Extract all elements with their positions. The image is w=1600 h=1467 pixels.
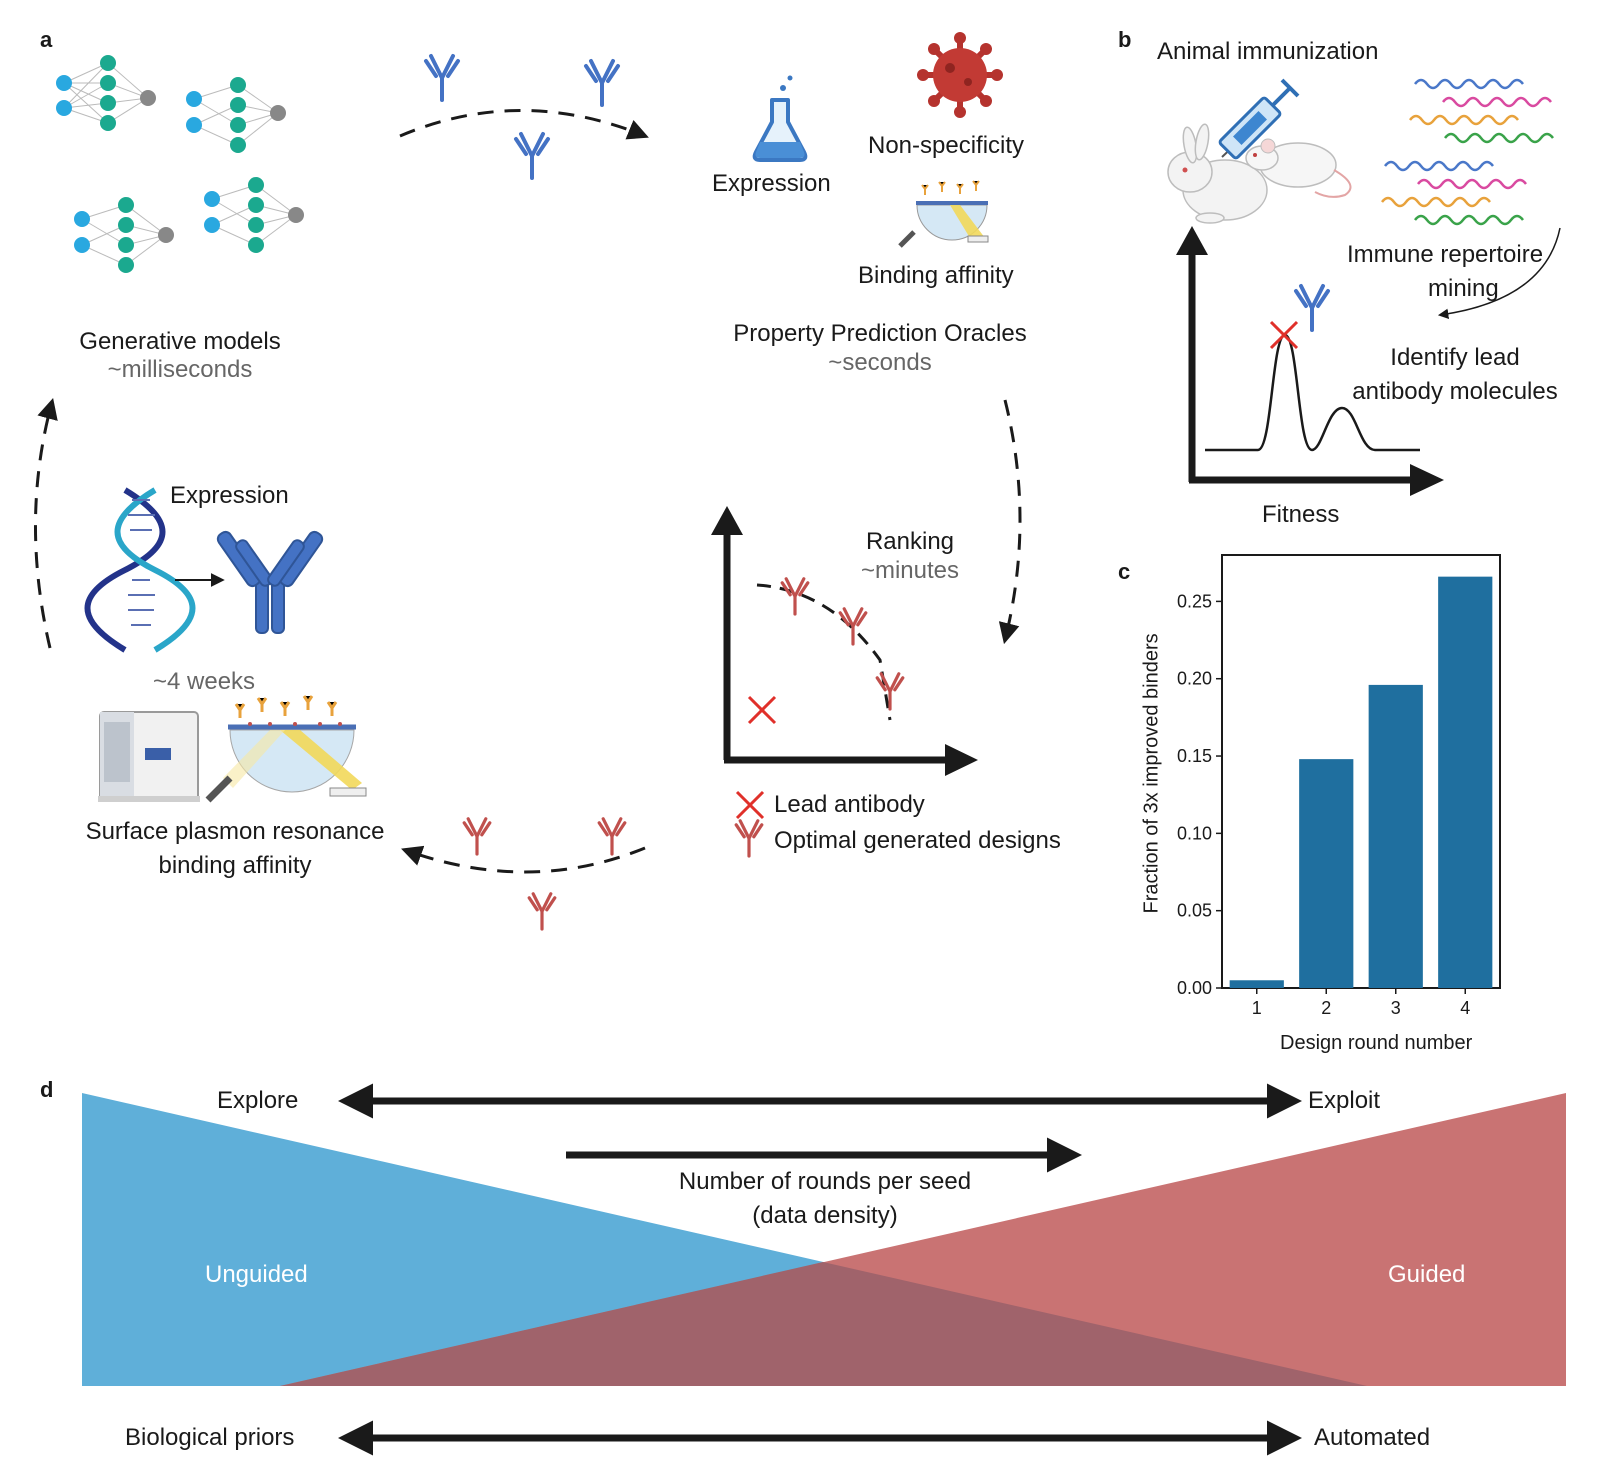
- lead-x-mark: [747, 695, 777, 725]
- y-tick-label: 0.25: [1177, 591, 1212, 611]
- priors-label: Biological priors: [125, 1424, 295, 1451]
- antibody-icon: [584, 59, 620, 107]
- repertoire-label-line2: mining: [1428, 275, 1499, 302]
- spr-label-line1: Surface plasmon resonance: [85, 818, 385, 845]
- antibody-icon: [514, 132, 550, 180]
- rabbit-icon: [1167, 123, 1268, 224]
- tradeoff-diagram: [82, 1083, 1566, 1456]
- syringe-icon: [1218, 78, 1300, 160]
- x-tick-label: 3: [1391, 998, 1401, 1018]
- dna-helix-icon: [84, 487, 196, 653]
- generative-models-title: Generative models: [79, 328, 281, 355]
- ranking-time: ~minutes: [860, 557, 960, 584]
- panel-label-d: d: [40, 1077, 54, 1102]
- antibody-icon: [597, 817, 627, 856]
- fitness-axis-label: Fitness: [1262, 501, 1340, 528]
- antibody-icon: [1294, 284, 1330, 332]
- cycle-arrow-right: [998, 399, 1022, 645]
- rounds-label-line1: Number of rounds per seed: [678, 1168, 972, 1195]
- identify-lead-line1: Identify lead: [1390, 344, 1520, 371]
- flask-icon: [752, 75, 808, 162]
- oracle-binding-label: Binding affinity: [858, 262, 1014, 289]
- oracle-expression-label: Expression: [712, 170, 831, 197]
- legend-lead-label: Lead antibody: [774, 791, 925, 818]
- neural-network-icon: [204, 177, 304, 253]
- legend-designs-label: Optimal generated designs: [774, 827, 1061, 854]
- explore-label: Explore: [217, 1087, 299, 1114]
- fitness-plot: [1176, 226, 1444, 496]
- overlap-region: [280, 1262, 1367, 1386]
- wetlab-expression-label: Expression: [170, 482, 289, 509]
- generative-models-time: ~milliseconds: [107, 356, 253, 383]
- virus-icon: [917, 32, 1003, 118]
- ranking-title: Ranking: [865, 528, 955, 555]
- panel-label-c: c: [1118, 559, 1131, 584]
- repertoire-label-line1: Immune repertoire: [1347, 241, 1544, 268]
- antibody-large-icon: [216, 530, 324, 634]
- immunization-label: Animal immunization: [1157, 38, 1379, 65]
- spr-sensor-icon: [898, 180, 989, 248]
- chart-x-axis-title: Design round number: [1280, 1032, 1473, 1054]
- spr-instrument-icon: [98, 711, 200, 802]
- oracle-nonspecificity-label: Non-specificity: [868, 132, 1025, 159]
- repertoire-sequences-icon: [1381, 78, 1554, 226]
- oracles-title: Property Prediction Oracles: [733, 320, 1027, 347]
- cycle-arrow-bottom: [401, 845, 646, 874]
- spr-label-line2: binding affinity: [158, 852, 312, 879]
- panel-label-b: b: [1118, 27, 1132, 52]
- y-tick-label: 0.05: [1177, 901, 1212, 921]
- antibody-icon: [527, 892, 557, 931]
- chart-y-axis-title: Fraction of 3x improved binders: [1140, 633, 1163, 914]
- wetlab-time: ~4 weeks: [153, 668, 256, 695]
- automated-label: Automated: [1314, 1424, 1431, 1451]
- y-tick-label: 0.10: [1177, 823, 1212, 843]
- rounds-label-line2: (data density): [752, 1202, 898, 1229]
- antibody-icon: [875, 672, 905, 711]
- y-tick-label: 0.00: [1177, 978, 1212, 998]
- panel-label-a: a: [40, 27, 53, 52]
- x-tick-label: 2: [1321, 998, 1331, 1018]
- bar-round-3: [1368, 684, 1423, 988]
- cycle-arrow-top: [399, 109, 649, 140]
- mining-arrow: [1437, 227, 1561, 320]
- ranking-plot: [711, 506, 978, 776]
- exploit-label: Exploit: [1308, 1087, 1381, 1114]
- identify-lead-line2: antibody molecules: [1352, 378, 1558, 405]
- oracles-time: ~seconds: [828, 349, 932, 376]
- bar-chart: 1 2 3 4 0.00 0.05 0.10 0.15 0.20 0.25: [1177, 554, 1501, 1018]
- lead-x-mark: [1269, 320, 1299, 350]
- neural-network-icon: [74, 197, 174, 273]
- antibody-icon: [462, 817, 492, 856]
- mouse-icon: [1245, 138, 1352, 198]
- spr-sensor-icon: [205, 695, 367, 803]
- antibody-icon: [424, 54, 460, 102]
- bar-round-2: [1299, 759, 1354, 988]
- x-tick-label: 4: [1460, 998, 1470, 1018]
- x-tick-label: 1: [1252, 998, 1262, 1018]
- y-tick-label: 0.15: [1177, 746, 1212, 766]
- legend-design-antibody-icon: [734, 819, 764, 858]
- cycle-arrow-left: [34, 397, 58, 649]
- legend-lead-x-icon: [735, 790, 765, 820]
- guided-label: Guided: [1388, 1261, 1466, 1288]
- unguided-label: Unguided: [205, 1261, 308, 1288]
- neural-network-icon: [56, 55, 156, 131]
- neural-network-icon: [186, 77, 286, 153]
- bar-round-1: [1229, 980, 1284, 988]
- chart-frame: [1221, 554, 1501, 989]
- y-tick-label: 0.20: [1177, 669, 1212, 689]
- bar-round-4: [1438, 576, 1493, 988]
